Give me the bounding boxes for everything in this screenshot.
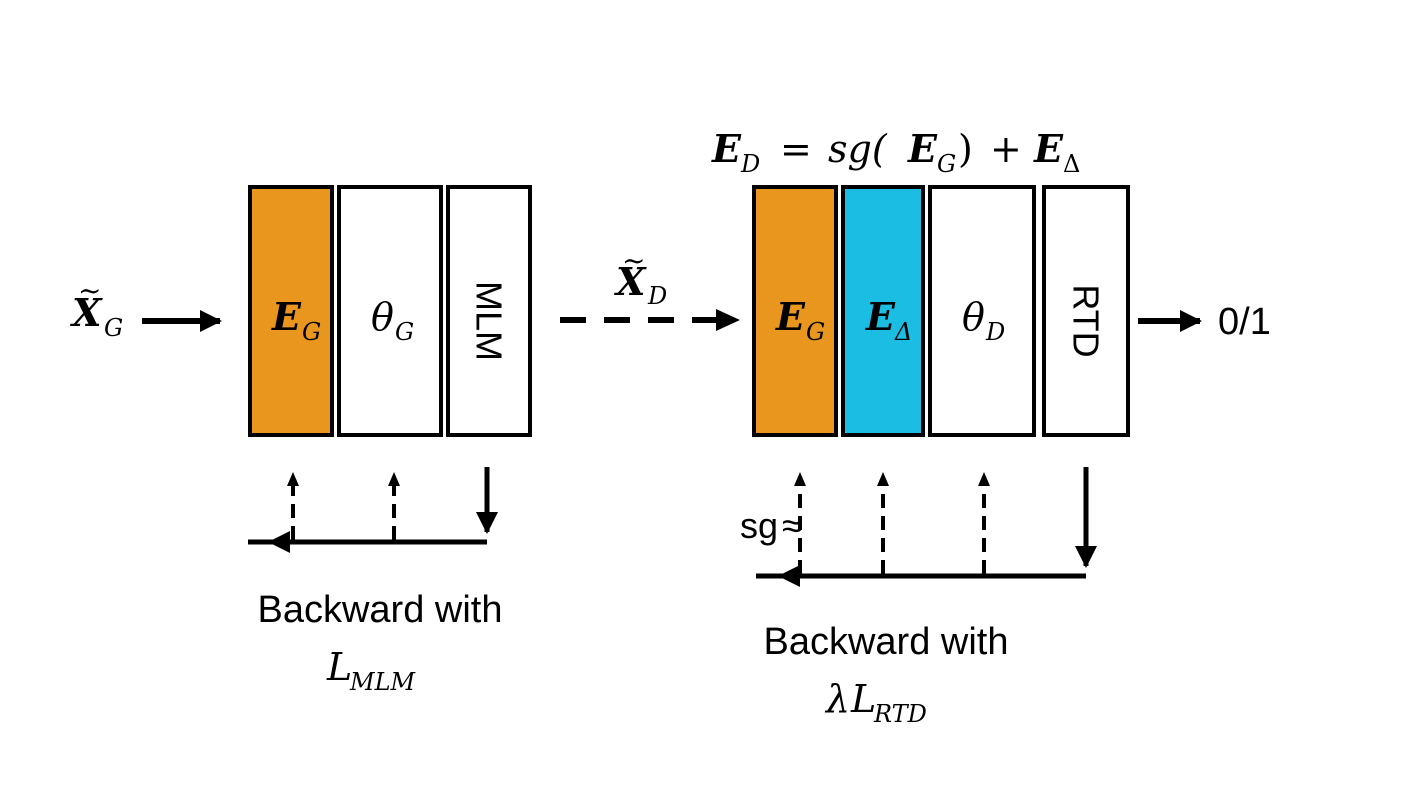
discriminator-embedding-delta-grad-arrowhead bbox=[877, 472, 889, 486]
formula-func: sg( bbox=[828, 127, 888, 171]
middle-section: X ~ D bbox=[560, 244, 740, 331]
discriminator-rtd-block bbox=[1042, 185, 1130, 437]
discriminator-formula: E D = sg( E G ) + E Δ bbox=[711, 126, 1080, 178]
generator-theta-block bbox=[337, 185, 443, 437]
approx-symbol: ≈ bbox=[782, 505, 802, 546]
generator-input-label: X ~ G bbox=[70, 274, 123, 342]
discriminator-backward-text: Backward with bbox=[764, 621, 1009, 663]
discriminator-backward-arrows bbox=[756, 467, 1097, 587]
generator-to-discriminator-arrowhead bbox=[716, 309, 740, 331]
discriminator-theta-sub: D bbox=[985, 318, 1005, 346]
generator-embedding-grad-arrowhead bbox=[287, 472, 299, 486]
generator-theta-label: θ G bbox=[371, 295, 414, 346]
generator-mlm-block bbox=[446, 185, 532, 437]
generator-loss-label: L MLM bbox=[326, 645, 417, 696]
discriminator-loss-prefix: λ bbox=[824, 677, 850, 721]
discriminator-embedding-delta-sub: Δ bbox=[894, 318, 912, 346]
formula-lhs-symbol: E bbox=[711, 126, 742, 171]
generator-loss-symbol: L bbox=[326, 645, 352, 689]
discriminator-theta-grad-arrowhead bbox=[978, 472, 990, 486]
generator-theta-symbol: θ bbox=[371, 295, 394, 339]
generator-embedding-block bbox=[248, 185, 334, 437]
discriminator-theta-block bbox=[928, 185, 1036, 437]
stop-gradient-label: sg ≈ bbox=[740, 505, 802, 546]
generator-input-symbol: X bbox=[70, 290, 103, 335]
generator-section: X ~ G E G θ G MLM Backward with bbox=[70, 185, 532, 696]
generator-theta-sub: G bbox=[395, 318, 414, 346]
middle-input-symbol: X bbox=[614, 259, 647, 304]
formula-close: ) bbox=[958, 127, 973, 171]
discriminator-embedding-g-label: E G bbox=[775, 294, 825, 346]
middle-input-label: X ~ D bbox=[614, 244, 667, 310]
stop-gradient-text: sg bbox=[740, 505, 778, 546]
generator-input-sub: G bbox=[104, 314, 123, 342]
generator-backward-text: Backward with bbox=[258, 589, 503, 631]
generator-embedding-label: E G bbox=[271, 294, 321, 346]
discriminator-embedding-g-sub: G bbox=[806, 318, 825, 346]
discriminator-rtd-label: RTD bbox=[1066, 284, 1107, 357]
output-label: 0/1 bbox=[1218, 301, 1271, 343]
formula-eq: = bbox=[780, 127, 812, 171]
discriminator-loss-label: λ L RTD bbox=[824, 677, 927, 728]
discriminator-embedding-delta-symbol: E bbox=[865, 294, 896, 339]
discriminator-theta-symbol: θ bbox=[962, 295, 985, 339]
formula-plus: + bbox=[990, 127, 1022, 171]
generator-theta-grad-arrowhead bbox=[388, 472, 400, 486]
discriminator-section: E D = sg( E G ) + E Δ E G E Δ θ D RTD bbox=[711, 126, 1271, 728]
discriminator-embedding-delta-block bbox=[841, 185, 925, 437]
tilde-mark: ~ bbox=[78, 274, 101, 307]
discriminator-embedding-g-grad-arrowhead bbox=[794, 472, 806, 486]
discriminator-theta-label: θ D bbox=[962, 295, 1005, 346]
discriminator-loss-sub: RTD bbox=[873, 700, 927, 728]
generator-mlm-label: MLM bbox=[469, 281, 510, 361]
middle-input-sub: D bbox=[647, 282, 667, 310]
discriminator-embedding-g-symbol: E bbox=[775, 294, 806, 339]
generator-embedding-sub: G bbox=[302, 318, 321, 346]
tilde-mark: ~ bbox=[622, 244, 645, 277]
formula-lhs-sub: D bbox=[740, 150, 760, 178]
formula-rhs-sub: Δ bbox=[1063, 150, 1080, 178]
generator-backward-arrows bbox=[248, 467, 498, 553]
generator-embedding-symbol: E bbox=[271, 294, 302, 339]
formula-rhs-symbol: E bbox=[1033, 126, 1064, 171]
discriminator-loss-symbol: L bbox=[850, 677, 876, 721]
discriminator-embedding-delta-label: E Δ bbox=[865, 294, 912, 346]
formula-arg-symbol: E bbox=[907, 126, 938, 171]
generator-loss-sub: MLM bbox=[349, 668, 417, 696]
formula-arg-sub: G bbox=[937, 150, 956, 178]
discriminator-embedding-g-block bbox=[752, 185, 838, 437]
